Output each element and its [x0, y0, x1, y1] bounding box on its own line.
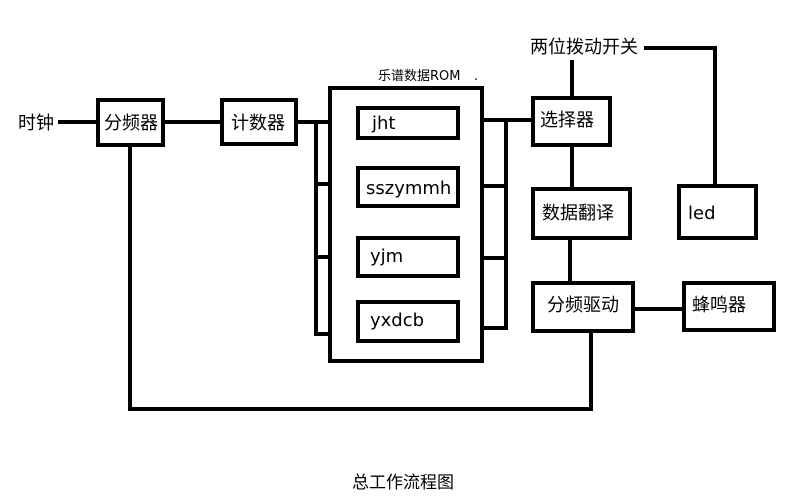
selector-label: 选择器 [540, 110, 594, 131]
rom-title: 乐谱数据ROM [378, 69, 460, 84]
rom-entry-jht [356, 106, 460, 140]
rom-entry-yxdcb-label: yxdcb [370, 310, 424, 331]
divider-block [96, 98, 165, 147]
rom-entry-jht-label: jht [371, 113, 395, 134]
block-shapes [96, 86, 776, 363]
counter-label: 计数器 [231, 113, 285, 134]
clock-label: 时钟 [18, 113, 54, 134]
translate-label: 数据翻译 [542, 203, 614, 224]
led-block [677, 184, 758, 240]
rom-entry-yxdcb [356, 300, 460, 343]
selector-block [531, 96, 612, 147]
driver-label: 分频驱动 [547, 295, 619, 316]
divider-label: 分频器 [104, 113, 158, 134]
buzzer-label: 蜂鸣器 [692, 295, 746, 316]
rom-entry-sszymmh [356, 166, 460, 208]
switch-label: 两位拨动开关 [530, 37, 638, 58]
buzzer-block [682, 281, 776, 332]
counter-block [220, 98, 298, 146]
diagram-caption: 总工作流程图 [352, 473, 454, 493]
diagram-labels: 时钟 分频器 计数器 乐谱数据ROM . jht sszymmh yjm yxd… [18, 37, 746, 493]
translate-block [531, 187, 632, 240]
rom-entry-yjm [356, 236, 460, 278]
driver-block [531, 281, 635, 333]
led-label: led [688, 203, 716, 224]
rom-entry-sszymmh-label: sszymmh [366, 178, 451, 199]
rom-entry-yjm-label: yjm [370, 246, 403, 267]
rom-title-dot: . [474, 69, 478, 84]
